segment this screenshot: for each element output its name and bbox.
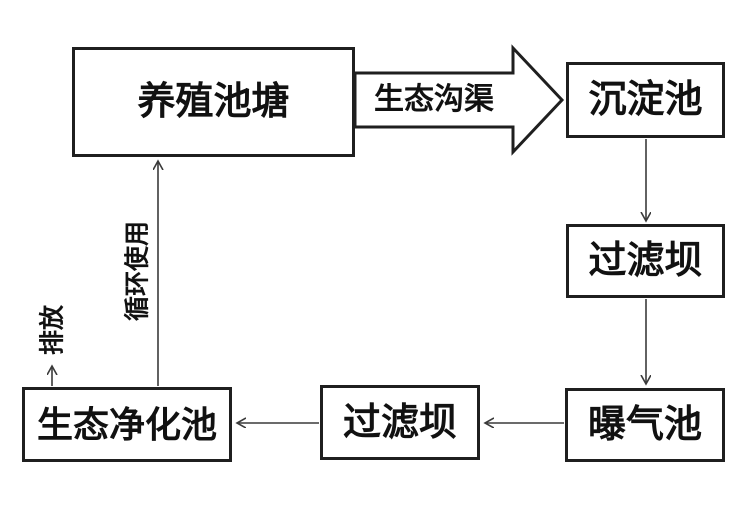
node-filter-dam-bottom-label: 过滤坝: [342, 401, 457, 444]
node-aquaculture-pond-label: 养殖池塘: [137, 81, 290, 123]
block-arrow-channel: [353, 44, 565, 156]
node-filter-dam-right-label: 过滤坝: [588, 240, 703, 282]
node-aquaculture-pond: 养殖池塘: [72, 47, 355, 157]
edge-label-discharge: 排放: [38, 304, 67, 356]
node-eco-purification-pond-label: 生态净化池: [36, 403, 217, 445]
node-aeration-pond-label: 曝气池: [587, 404, 702, 446]
node-eco-purification-pond: 生态净化池: [22, 387, 232, 462]
node-filter-dam-right: 过滤坝: [566, 224, 725, 298]
edge-label-eco-channel: 生态沟渠: [374, 83, 494, 116]
node-sedimentation-pond: 沉淀池: [566, 62, 725, 138]
node-aeration-pond: 曝气池: [565, 388, 725, 462]
node-sedimentation-pond-label: 沉淀池: [588, 79, 703, 121]
edge-label-recycle-use: 循环使用: [123, 220, 152, 322]
node-filter-dam-bottom: 过滤坝: [320, 385, 480, 460]
